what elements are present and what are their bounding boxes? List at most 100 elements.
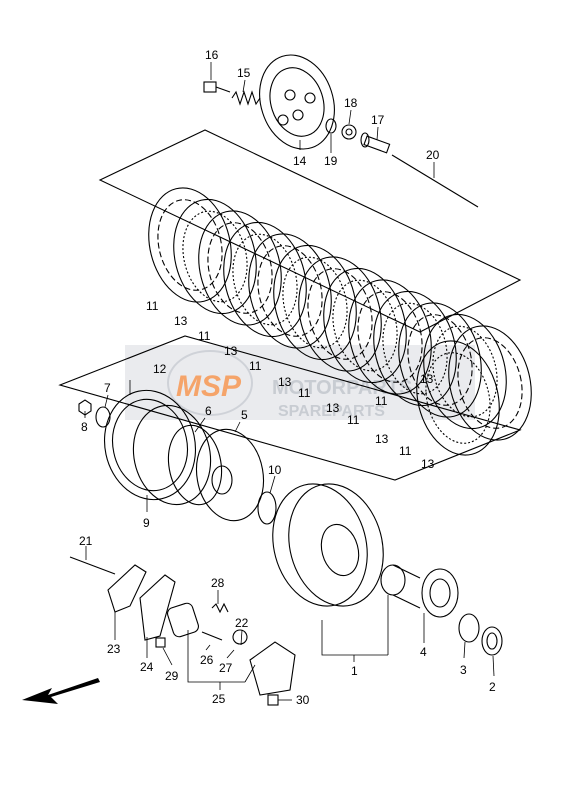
- plate-inner-edge: [432, 325, 498, 418]
- plate-inner-edge: [257, 245, 323, 337]
- plate-inner-edge: [157, 199, 223, 291]
- callout-22: 22: [235, 616, 249, 630]
- callout-18: 18: [344, 96, 358, 110]
- primary-driven-gear: [272, 483, 384, 607]
- bearing-22: [232, 629, 248, 645]
- driven-plate: [173, 198, 257, 315]
- callout-9: 9: [143, 516, 150, 530]
- callout-13: 13: [421, 457, 435, 471]
- driven-plate: [323, 267, 407, 384]
- plate-inner-edge: [425, 352, 491, 444]
- plate-inner-edge: [232, 233, 298, 326]
- callout-2: 2: [489, 680, 496, 694]
- needle-bearing-4: [421, 568, 459, 618]
- callout-21: 21: [79, 534, 93, 548]
- callout-13: 13: [278, 375, 292, 389]
- callout-11: 11: [399, 444, 412, 458]
- callout-26: 26: [200, 653, 214, 667]
- callout-13: 13: [326, 401, 340, 415]
- callout-11: 11: [249, 359, 262, 373]
- callout-23: 23: [107, 642, 121, 656]
- pressure-plate: [259, 54, 335, 150]
- driven-plate: [273, 244, 357, 361]
- callout-20: 20: [426, 148, 440, 162]
- bearing-18: [341, 124, 357, 140]
- release-arm-23: [107, 564, 147, 613]
- plate-inner-edge: [407, 314, 473, 406]
- callout-13: 13: [174, 314, 188, 328]
- plate-inner-edge: [182, 210, 248, 303]
- clutch-sleeve-hub-5: [167, 424, 265, 522]
- callout-13: 13: [224, 344, 238, 358]
- friction-plate: [248, 233, 332, 349]
- callout-5: 5: [241, 408, 248, 422]
- callout-8: 8: [81, 420, 88, 434]
- clutch-spring: [231, 90, 261, 106]
- bolt-30: [267, 694, 279, 706]
- plate-inner-edge: [332, 279, 398, 372]
- spring-ring-6: [132, 404, 212, 506]
- callout-11: 11: [198, 329, 211, 343]
- nut-8: [78, 399, 92, 416]
- inner-stack-outline: [58, 335, 522, 481]
- friction-plate: [198, 210, 282, 326]
- spring-bolt: [203, 81, 231, 93]
- callout-14: 14: [293, 154, 307, 168]
- callout-13: 13: [375, 432, 389, 446]
- release-rod-17: [360, 132, 391, 154]
- spacer-sleeve: [380, 564, 421, 609]
- callout-25: 25: [212, 692, 226, 706]
- callout-6: 6: [205, 404, 212, 418]
- driven-plate: [416, 340, 500, 456]
- callout-4: 4: [420, 645, 427, 659]
- callout-16: 16: [205, 48, 219, 62]
- washer-19: [325, 118, 337, 134]
- callout-24: 24: [140, 660, 154, 674]
- plate-stack-outline: [98, 129, 522, 333]
- callout-1: 1: [351, 664, 358, 678]
- callout-15: 15: [237, 66, 251, 80]
- callout-11: 11: [298, 386, 311, 400]
- watermark-line2: SPAREPARTS: [278, 403, 385, 420]
- callout-19: 19: [324, 154, 338, 168]
- watermark-logo: MSP MOTORPARTS SPAREPARTS: [167, 350, 412, 420]
- callout-29: 29: [165, 669, 179, 683]
- callout-12: 12: [153, 362, 167, 376]
- push-rod-20: [391, 154, 479, 208]
- callout-11: 11: [375, 394, 388, 408]
- callout-3: 3: [460, 663, 467, 677]
- bolt-26: [201, 631, 223, 641]
- driven-plate: [373, 290, 457, 407]
- callout-30: 30: [296, 693, 310, 707]
- friction-plate: [148, 187, 232, 303]
- spring-28: [211, 602, 229, 614]
- callout-28: 28: [211, 576, 225, 590]
- thrust-washer-10: [257, 491, 277, 525]
- driven-plate: [223, 221, 307, 338]
- bolt-29: [155, 637, 166, 648]
- friction-plate: [398, 302, 482, 418]
- drive-plate-12: [103, 389, 197, 501]
- driven-plate: [423, 313, 507, 430]
- friction-plate: [348, 279, 432, 395]
- callout-7: 7: [104, 381, 111, 395]
- plate-inner-edge: [282, 256, 348, 349]
- callout-10: 10: [268, 463, 282, 477]
- front-direction-arrow-icon: [22, 678, 100, 704]
- plate-inner-edge: [457, 337, 523, 429]
- watermark-logo-text: MSP: [176, 370, 242, 403]
- friction-plate: [448, 325, 532, 441]
- callout-27: 27: [219, 661, 233, 675]
- gasket-24: [139, 574, 176, 641]
- release-cover-25: [249, 641, 296, 696]
- callout-numbers: 16 15 18 1 7 14 19 20 11 13 11 13 11 13 1…: [79, 48, 496, 707]
- drive-plates: [148, 187, 532, 456]
- plate-inner-edge: [207, 222, 273, 314]
- washer-7: [95, 406, 111, 428]
- callout-13: 13: [420, 372, 434, 386]
- release-cam-27: [167, 602, 199, 638]
- spacer-2: [481, 626, 503, 656]
- washer-3: [458, 613, 480, 643]
- friction-plate: [298, 256, 382, 372]
